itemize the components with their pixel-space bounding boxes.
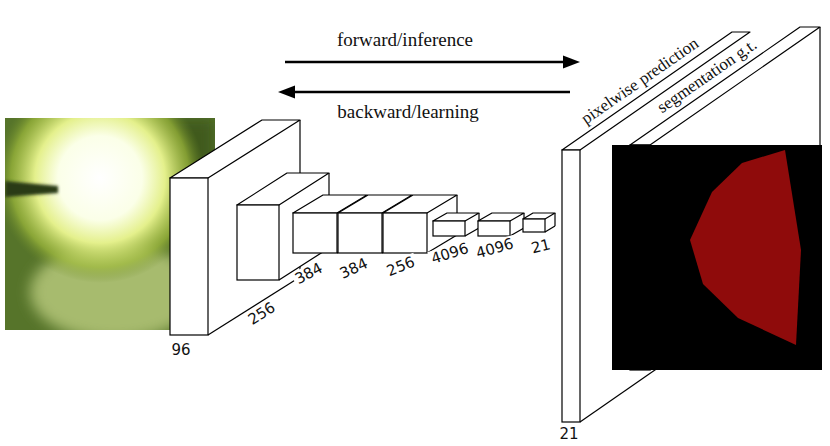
block-front-face (433, 221, 465, 236)
direction-label: forward/inference (335, 29, 475, 51)
block-top-face (383, 195, 457, 213)
block-top-face (478, 213, 524, 221)
layer-block (523, 213, 555, 232)
layer-block (433, 213, 479, 236)
block-front-face (293, 213, 337, 253)
block-front-face (523, 219, 545, 232)
backward-arrow-head (278, 86, 295, 99)
layer-size-label: 256 (244, 298, 281, 330)
layer-size-label: 4096 (472, 235, 517, 263)
block-front-face (562, 150, 580, 422)
block-front-face (383, 213, 427, 253)
input-photo (5, 118, 215, 330)
backward-arrow-shaft (293, 91, 570, 94)
ground-truth-mask (612, 145, 822, 370)
block-front-face (170, 178, 208, 335)
block-front-face (237, 205, 279, 280)
forward-arrow-shaft (285, 61, 565, 64)
block-front-face (478, 221, 510, 236)
layer-size-label: 21 (557, 426, 580, 443)
layer-size-label: 256 (383, 253, 420, 281)
block-top-face (170, 120, 300, 178)
layer-size-label: 21 (528, 236, 555, 258)
block-top-face (433, 213, 479, 221)
block-edge (554, 213, 555, 226)
photo-electrode (5, 181, 58, 197)
layer-size-label: 384 (336, 254, 373, 283)
block-edge (465, 228, 479, 236)
layer-block (478, 213, 524, 236)
layer-size-label: 4096 (427, 239, 472, 268)
block-top-face (630, 27, 820, 145)
plane-label: segmentation g.t. (652, 34, 762, 119)
direction-arrows (278, 56, 580, 99)
block-front-face (338, 213, 382, 253)
layer-size-label: 96 (169, 342, 192, 359)
mask-region (690, 150, 801, 345)
block-edge (545, 226, 555, 232)
block-top-face (523, 213, 555, 219)
forward-arrow-head (563, 56, 580, 69)
block-edge (208, 277, 300, 335)
direction-label: backward/learning (335, 101, 480, 123)
layer-size-label: 384 (291, 259, 328, 290)
mask-ground (612, 145, 822, 370)
